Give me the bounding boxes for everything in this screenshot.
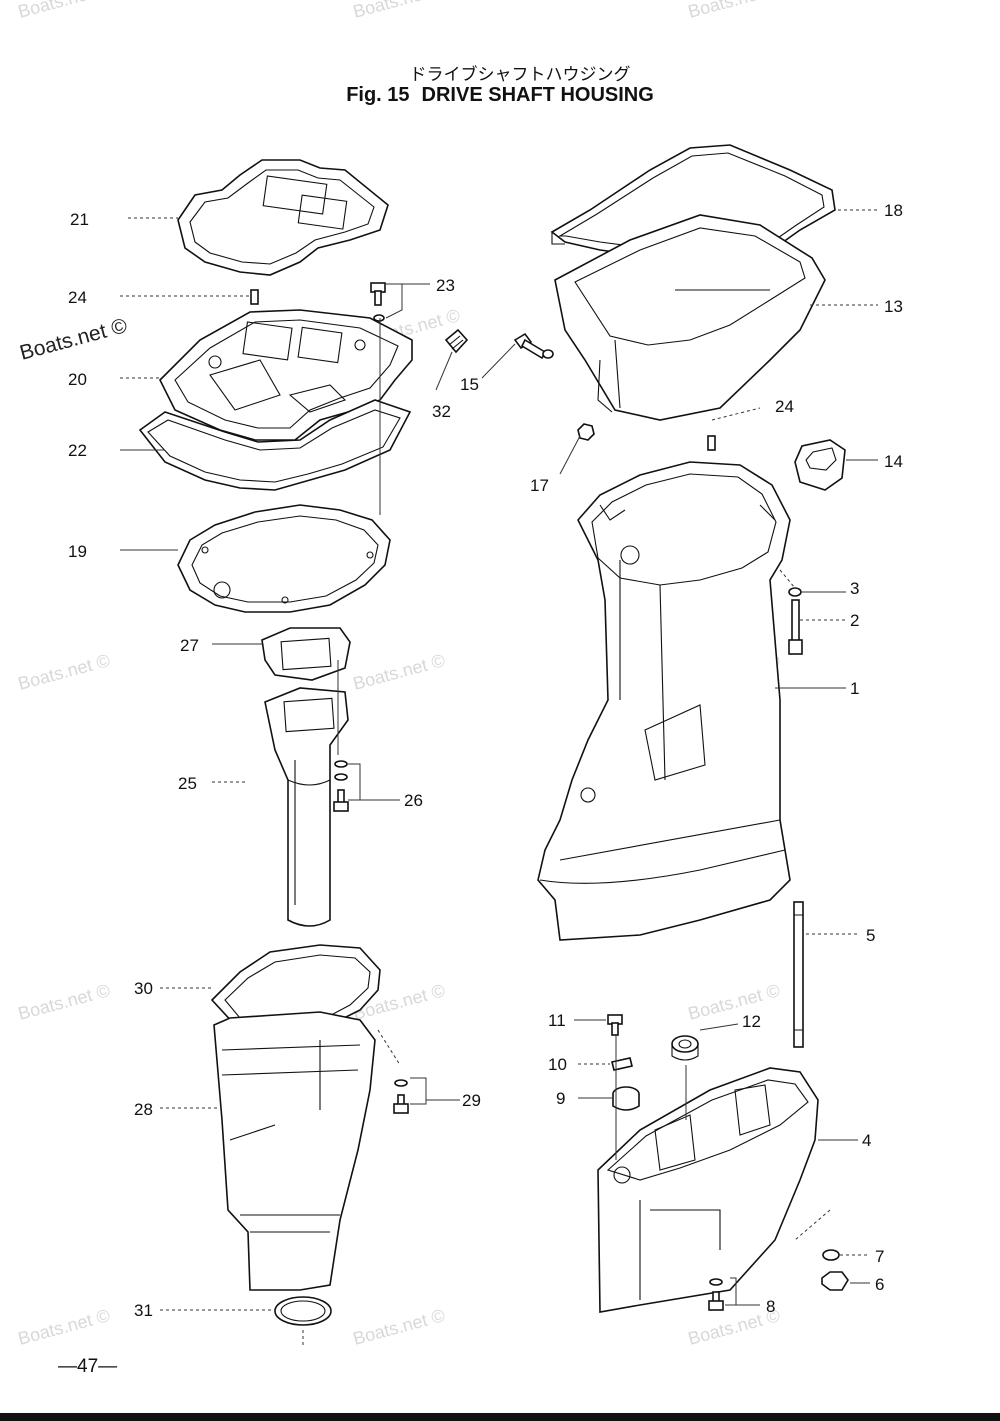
figure-number: Fig. 15 — [346, 84, 410, 106]
callout-10: 10 — [548, 1055, 567, 1074]
watermark: Boats.net © — [17, 314, 130, 365]
part-31-o-ring — [274, 1296, 332, 1326]
part-11-bolt — [607, 1014, 623, 1036]
callouts: 21 24 23 20 32 15 22 19 17 24 18 13 14 3… — [68, 201, 903, 1320]
callout-19: 19 — [68, 542, 87, 561]
watermark: Boats.net © — [686, 980, 782, 1024]
part-24-dowel-pin — [250, 289, 259, 305]
callout-11: 11 — [548, 1011, 566, 1030]
part-12-grommet — [671, 1035, 699, 1061]
callout-9: 9 — [556, 1089, 565, 1108]
callout-8: 8 — [766, 1297, 775, 1316]
watermark: Boats.net © — [686, 0, 782, 22]
callout-22: 22 — [68, 441, 87, 460]
part-2-bolt — [788, 599, 803, 655]
watermark: Boats.net © — [351, 0, 447, 22]
part-23-bolt-and-washer — [370, 282, 386, 322]
part-1-drive-shaft-housing — [537, 461, 791, 941]
part-4-lower-housing — [597, 1067, 819, 1313]
watermark: Boats.net © — [16, 980, 112, 1024]
leader-lines — [120, 209, 878, 1345]
callout-24: 24 — [775, 397, 794, 416]
callout-14: 14 — [884, 452, 903, 471]
callout-18: 18 — [884, 201, 903, 220]
callout-21: 21 — [70, 210, 89, 229]
watermark: Boats.net © — [16, 1305, 112, 1349]
callout-6: 6 — [875, 1275, 884, 1294]
figure-title-english: DRIVE SHAFT HOUSING — [421, 84, 654, 106]
title-japanese: ドライブシャフトハウジング — [409, 65, 631, 85]
part-22-seal — [138, 399, 412, 491]
callout-29: 29 — [462, 1091, 481, 1110]
part-27-exhaust-gasket — [261, 627, 351, 681]
callout-26: 26 — [404, 791, 423, 810]
callout-17: 17 — [530, 476, 549, 495]
part-9-seal — [612, 1086, 640, 1111]
callout-20: 20 — [68, 370, 87, 389]
watermark: Boats.net © — [351, 650, 447, 694]
callout-7: 7 — [875, 1247, 884, 1266]
callout-27: 27 — [180, 636, 199, 655]
part-10-plate — [611, 1057, 633, 1071]
callout-24: 24 — [68, 288, 87, 307]
part-21-gasket — [177, 159, 389, 276]
figure-title: Fig. 15 DRIVE SHAFT HOUSING — [0, 84, 1000, 107]
part-7-washer — [822, 1249, 840, 1261]
part-14-rubber-mount — [794, 439, 846, 491]
part-17-nut — [577, 423, 595, 441]
callout-32: 32 — [432, 402, 451, 421]
callout-31: 31 — [134, 1301, 153, 1320]
part-29-bolt-and-washer — [393, 1079, 409, 1114]
callout-2: 2 — [850, 611, 859, 630]
callout-15: 15 — [460, 375, 479, 394]
callout-28: 28 — [134, 1100, 153, 1119]
watermark: Boats.net © — [16, 650, 112, 694]
watermark: Boats.net © — [16, 0, 112, 22]
part-26-bolt-and-washers — [333, 760, 349, 812]
callout-4: 4 — [862, 1131, 871, 1150]
callout-25: 25 — [178, 774, 197, 793]
part-15-bolt — [513, 332, 554, 360]
part-20-upper-adapter — [159, 309, 413, 441]
part-28-exhaust-housing — [213, 1011, 376, 1291]
part-5-stud — [793, 901, 804, 1048]
callout-13: 13 — [884, 297, 903, 316]
callout-12: 12 — [742, 1012, 761, 1031]
bottom-border — [0, 1413, 1000, 1421]
part-25-exhaust-pipe — [264, 687, 349, 927]
callout-5: 5 — [866, 926, 875, 945]
part-19-gasket — [177, 504, 391, 613]
part-24-dowel-pin — [707, 435, 716, 451]
part-6-nut — [821, 1271, 849, 1291]
page-number: —47— — [58, 1356, 118, 1377]
callout-23: 23 — [436, 276, 455, 295]
callout-3: 3 — [850, 579, 859, 598]
watermark: Boats.net © — [351, 1305, 447, 1349]
callout-1: 1 — [850, 679, 859, 698]
part-8-bolt-and-washer — [708, 1278, 724, 1311]
callout-30: 30 — [134, 979, 153, 998]
part-3-washer — [788, 587, 802, 597]
part-32-plug — [444, 328, 469, 354]
part-13-bottom-cowl — [554, 214, 826, 421]
